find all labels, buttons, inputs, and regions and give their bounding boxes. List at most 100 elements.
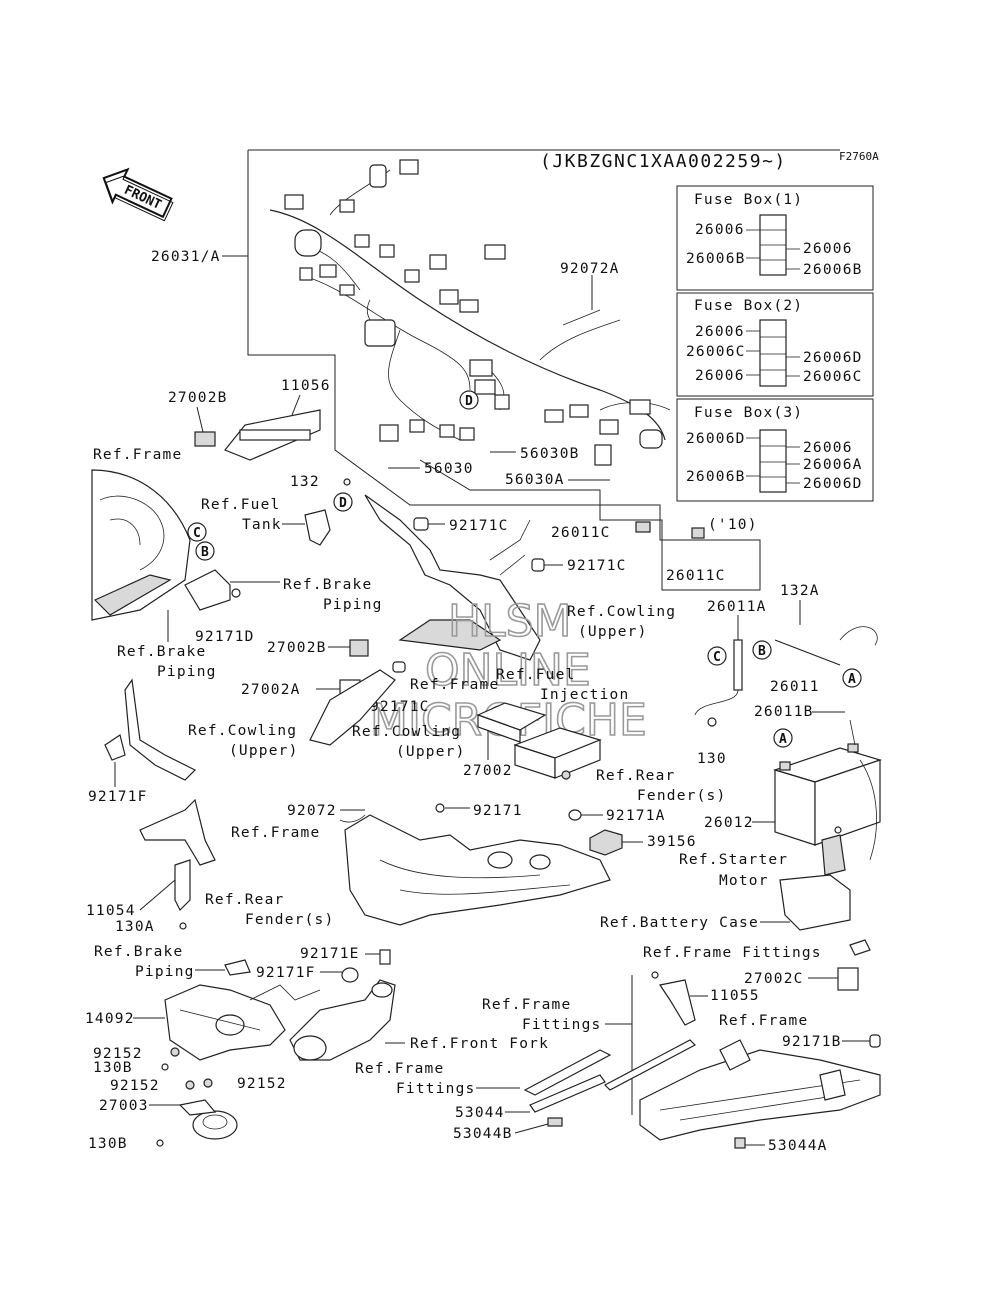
label-132A: 132A [780,583,820,599]
label-92072A: 92072A [560,261,620,277]
fuse-box-3-right-3: 26006D [803,476,863,492]
relay-box-27002B [194,409,321,461]
label-ref-frame-1: Ref.Frame [93,447,182,463]
label-ref-cowling-1a: Ref.Cowling [567,604,676,620]
frame-bracket-left-lower [139,798,216,912]
part-39156 [589,829,623,856]
label-130B-b: 130B [88,1136,128,1152]
callout-A-lower: A [773,728,793,748]
callout-C-right: C [707,646,727,666]
pad-53044A [734,1137,746,1149]
label-ref-brake-piping-2a: Ref.Brake [117,644,206,660]
cover-14092 [164,984,286,1061]
label-ref-starter-2: Motor [719,873,769,889]
label-92171B: 92171B [782,1034,842,1050]
relay-27002B [349,639,369,657]
svg-text:C: C [193,526,201,541]
horn-27003 [178,1099,238,1140]
label-ref-frame-fittings-2a: Ref.Frame [482,997,571,1013]
label-27002B-top: 27002B [168,390,228,406]
label-ref-fuel-tank-1: Ref.Fuel [201,497,280,513]
fuse-box-3-left-2: 26006B [686,469,746,485]
fuse-box-3-title: Fuse Box(3) [694,405,803,421]
label-ref-front-fork: Ref.Front Fork [410,1036,549,1052]
callout-A-upper: A [842,668,862,688]
label-ref-brake-piping-2b: Piping [157,664,217,680]
label-92171C-c: 92171C [370,699,430,715]
label-92171D: 92171D [195,629,255,645]
label-26011B: 26011B [754,704,814,720]
label-11055: 11055 [710,988,760,1004]
bracket-brake-piping [184,569,231,611]
label-10-model: ('10) [708,517,758,533]
label-39156: 39156 [647,834,697,850]
svg-text:HLSM: HLSM [448,596,572,647]
label-ref-cowling-1b: (Upper) [578,624,648,640]
rear-fender-undertray [344,814,611,926]
frame-fragment-left [91,469,191,621]
fuse-box-1-title: Fuse Box(1) [694,192,803,208]
grommet-92171F [341,967,359,983]
svg-text:D: D [339,496,347,511]
label-92171C-b: 92171C [567,558,627,574]
label-ref-brake-piping-3b: Piping [135,964,195,980]
label-14092: 14092 [85,1011,135,1027]
label-132: 132 [290,474,320,490]
label-ref-frame-fittings-1: Ref.Frame Fittings [643,945,822,961]
label-92152-c: 92152 [237,1076,287,1092]
fuse-box-2-left-1: 26006 [695,324,745,340]
left-stay-bracket [104,678,197,781]
label-92171A: 92171A [606,808,666,824]
battery-pad [513,727,602,779]
svg-text:D: D [465,394,473,409]
main-wiring-harness [269,159,671,466]
fuse-box-2-title: Fuse Box(2) [694,298,803,314]
label-ref-frame-4: Ref.Frame [719,1013,808,1029]
label-92152-b: 92152 [110,1078,160,1094]
svg-text:A: A [848,672,856,687]
fuse-box-1-right-2: 26006B [803,262,863,278]
svg-text:ONLINE: ONLINE [425,645,591,696]
label-ref-frame-3: Ref.Frame [231,825,320,841]
label-ref-frame-fittings-3b: Fittings [396,1081,475,1097]
fuse-box-1-left-2: 26006B [686,251,746,267]
label-92152-a: 92152 [93,1046,143,1062]
label-92171: 92171 [473,803,523,819]
frame-fittings-strips [523,1039,696,1127]
fuse-box-1: Fuse Box(1) 26006 26006B 26006 26006B [686,192,863,278]
cable-26011 [694,626,878,716]
fuse-box-3-left-1: 26006D [686,431,746,447]
label-11056: 11056 [281,378,331,394]
label-53044: 53044 [455,1105,505,1121]
label-ref-brake-piping-3a: Ref.Brake [94,944,183,960]
bracket-11055 [659,979,696,1026]
fuse-box-2-left-2: 26006C [686,344,746,360]
callout-C-left: C [187,522,207,542]
label-ref-cowling-3a: Ref.Cowling [352,724,461,740]
callout-D-upper: D [459,390,479,410]
ecu-27002 [476,702,547,743]
label-27002C: 27002C [744,971,804,987]
label-130A: 130A [115,919,155,935]
label-130B-a: 130B [93,1060,133,1076]
label-26011: 26011 [770,679,820,695]
fuse-box-2-right-1: 26006D [803,350,863,366]
figure-code: F2760A [839,150,879,163]
callout-D-mid: D [333,492,353,512]
label-ref-battery-case: Ref.Battery Case [600,915,759,931]
fuse-box-2: Fuse Box(2) 26006 26006C 26006 26006D 26… [686,298,863,387]
callout-B-right: B [752,640,772,660]
label-11054: 11054 [86,903,136,919]
battery-26012 [773,719,882,861]
label-26012: 26012 [704,815,754,831]
fuse-box-2-right-2: 26006C [803,369,863,385]
rear-subframe [639,1039,881,1141]
label-26011C-a: 26011C [551,525,611,541]
label-26031A: 26031/A [151,249,221,265]
label-ref-frame-2: Ref.Frame [410,677,499,693]
fuse-box-3: Fuse Box(3) 26006D 26006B 26006 26006A 2… [686,405,863,493]
label-ref-rear-fender-1b: Fender(s) [637,788,726,804]
label-92171C-a: 92171C [449,518,509,534]
label-ref-fuel-tank-2: Tank [242,517,282,533]
